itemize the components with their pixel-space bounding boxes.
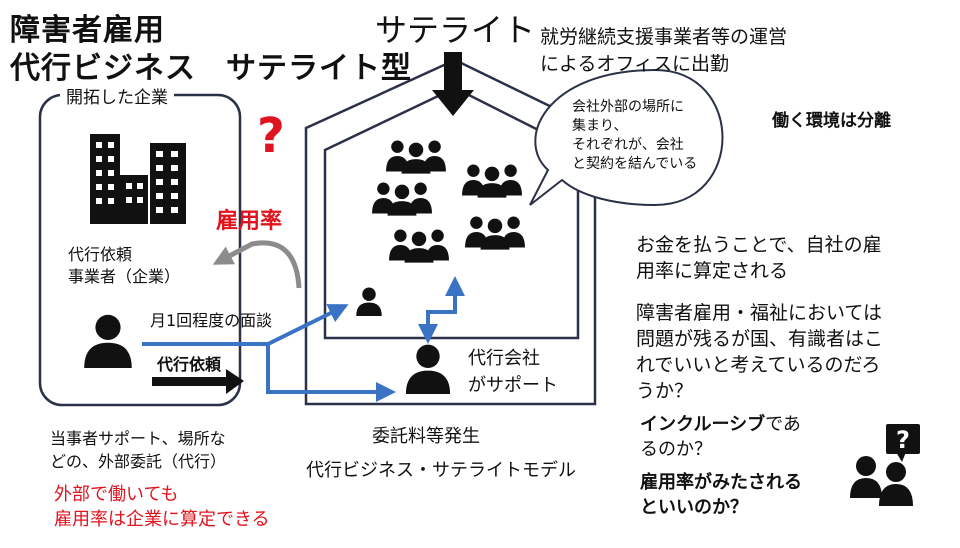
request-to-agent-arrow bbox=[266, 344, 396, 402]
agent-label-line1: 代行会社 bbox=[468, 348, 540, 369]
down-arrow-icon bbox=[432, 52, 474, 116]
question-mark: ? bbox=[257, 108, 285, 164]
agent-label-line2: がサポート bbox=[468, 375, 558, 396]
problem-note-line3: れでいいと考えているのだろ bbox=[636, 354, 881, 376]
title-line2: 代行ビジネス bbox=[10, 51, 196, 86]
problem-note-line2: 問題が残るが国、有識者はこ bbox=[636, 328, 884, 350]
problem-note-line1: 障害者雇用・福祉においては bbox=[636, 302, 883, 324]
payment-note-line1: お金を払うことで、自社の雇 bbox=[636, 234, 882, 256]
rate-question-line1: 雇用率がみたされる bbox=[640, 472, 802, 493]
satellite-desc-line1: 就労継続支援事業者等の運営 bbox=[540, 26, 788, 48]
title-line1: 障害者雇用 bbox=[10, 13, 165, 48]
worker-group-icon bbox=[389, 229, 449, 263]
problem-note-line4: うか？ bbox=[636, 380, 694, 402]
request-arrow-icon bbox=[152, 369, 244, 394]
worker-group-icon bbox=[386, 140, 446, 174]
client-label-line2: 事業者（企業） bbox=[68, 267, 181, 286]
satellite-house-inner bbox=[323, 86, 580, 340]
client-person-icon bbox=[84, 314, 132, 368]
employment-rate-label: 雇用率 bbox=[216, 209, 283, 234]
separated-label: 働く環境は分離 bbox=[772, 111, 891, 131]
speech-bubble bbox=[529, 68, 724, 207]
red-note-line2: 雇用率は企業に算定できる bbox=[54, 509, 270, 530]
bubble-line4: と契約を結んでいる bbox=[572, 156, 698, 172]
thinker-badge-text: ? bbox=[896, 426, 910, 454]
worker-group-icon bbox=[372, 182, 432, 216]
interview-label: 月1回程度の面談 bbox=[150, 311, 273, 330]
bubble-text: 会社外部の場所に 集まり、 それぞれが、会社 と契約を結んでいる bbox=[572, 98, 697, 174]
rate-question-line2: といいのか？ bbox=[640, 497, 748, 518]
worker-group-icon bbox=[462, 164, 522, 198]
payment-note-line2: 用率に算定される bbox=[636, 260, 789, 282]
satellite-top-label: サテライト bbox=[375, 11, 536, 49]
building-icon bbox=[90, 134, 186, 224]
bubble-line3: それぞれが、会社 bbox=[572, 137, 684, 153]
client-label-line1: 代行依頼 bbox=[68, 245, 133, 264]
bubble-line2: 集まり、 bbox=[572, 118, 628, 134]
company-box-label: 開拓した企業 bbox=[60, 86, 174, 110]
request-label: 代行依頼 bbox=[157, 355, 222, 374]
model-label: 代行ビジネス・サテライトモデル bbox=[306, 460, 576, 481]
red-note-line1: 外部で働いても bbox=[54, 484, 179, 505]
satellite-desc-line2: によるオフィスに出勤 bbox=[540, 53, 730, 75]
rate-arrow bbox=[212, 240, 302, 289]
left-note-line2: どの、外部委託（代行） bbox=[50, 452, 227, 471]
fee-label: 委託料等発生 bbox=[372, 426, 480, 447]
bubble-line1: 会社外部の場所に bbox=[572, 99, 684, 115]
agent-support-arrow bbox=[418, 276, 465, 344]
inclusive-rest: であ bbox=[765, 414, 801, 435]
thinker-icon: ? bbox=[850, 424, 920, 506]
inclusive-question-line1: インクルーシブであ bbox=[640, 412, 801, 437]
worker-person-icon bbox=[356, 287, 382, 316]
left-note-line1: 当事者サポート、場所な bbox=[50, 429, 226, 448]
worker-group-icon bbox=[465, 216, 525, 250]
inclusive-question-line2: るのか？ bbox=[640, 439, 712, 460]
satellite-house-outer bbox=[304, 58, 597, 406]
inclusive-bold: インクルーシブ bbox=[640, 414, 766, 435]
agent-person-icon bbox=[405, 344, 451, 394]
title-subtitle: サテライト型 bbox=[226, 51, 412, 86]
